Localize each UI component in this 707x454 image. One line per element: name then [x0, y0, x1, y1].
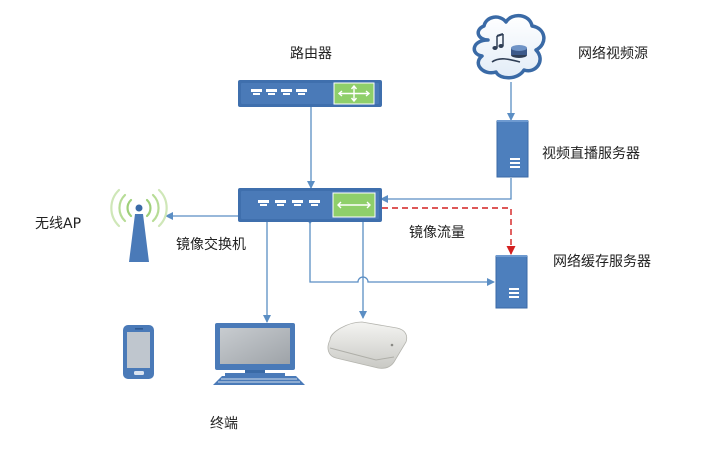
ceiling-access-point-icon: [327, 321, 408, 369]
mirror-switch-label: 镜像交换机: [176, 236, 246, 253]
antenna-icon: [110, 188, 168, 262]
link-server-switch: [380, 178, 512, 203]
router-label: 路由器: [290, 46, 332, 62]
switch-icon: [238, 188, 382, 222]
video-source-label: 网络视频源: [578, 46, 648, 62]
router-icon: [238, 80, 382, 107]
smartphone-icon: [123, 325, 154, 379]
link-mirror-traffic: [382, 207, 516, 255]
terminal-label: 终端: [210, 416, 238, 432]
desktop-computer-icon: [213, 323, 305, 385]
link-switch-cache-server: [306, 217, 495, 286]
wireless-ap-label: 无线AP: [35, 216, 81, 232]
connection-lines: [165, 82, 516, 323]
live-server-label: 视频直播服务器: [542, 145, 640, 162]
cloud-music-icon: [472, 13, 546, 80]
mirror-traffic-label: 镜像流量: [409, 225, 465, 241]
server-icon: [496, 120, 529, 178]
server-icon: [495, 255, 528, 309]
cache-server-label: 网络缓存服务器: [553, 254, 651, 270]
